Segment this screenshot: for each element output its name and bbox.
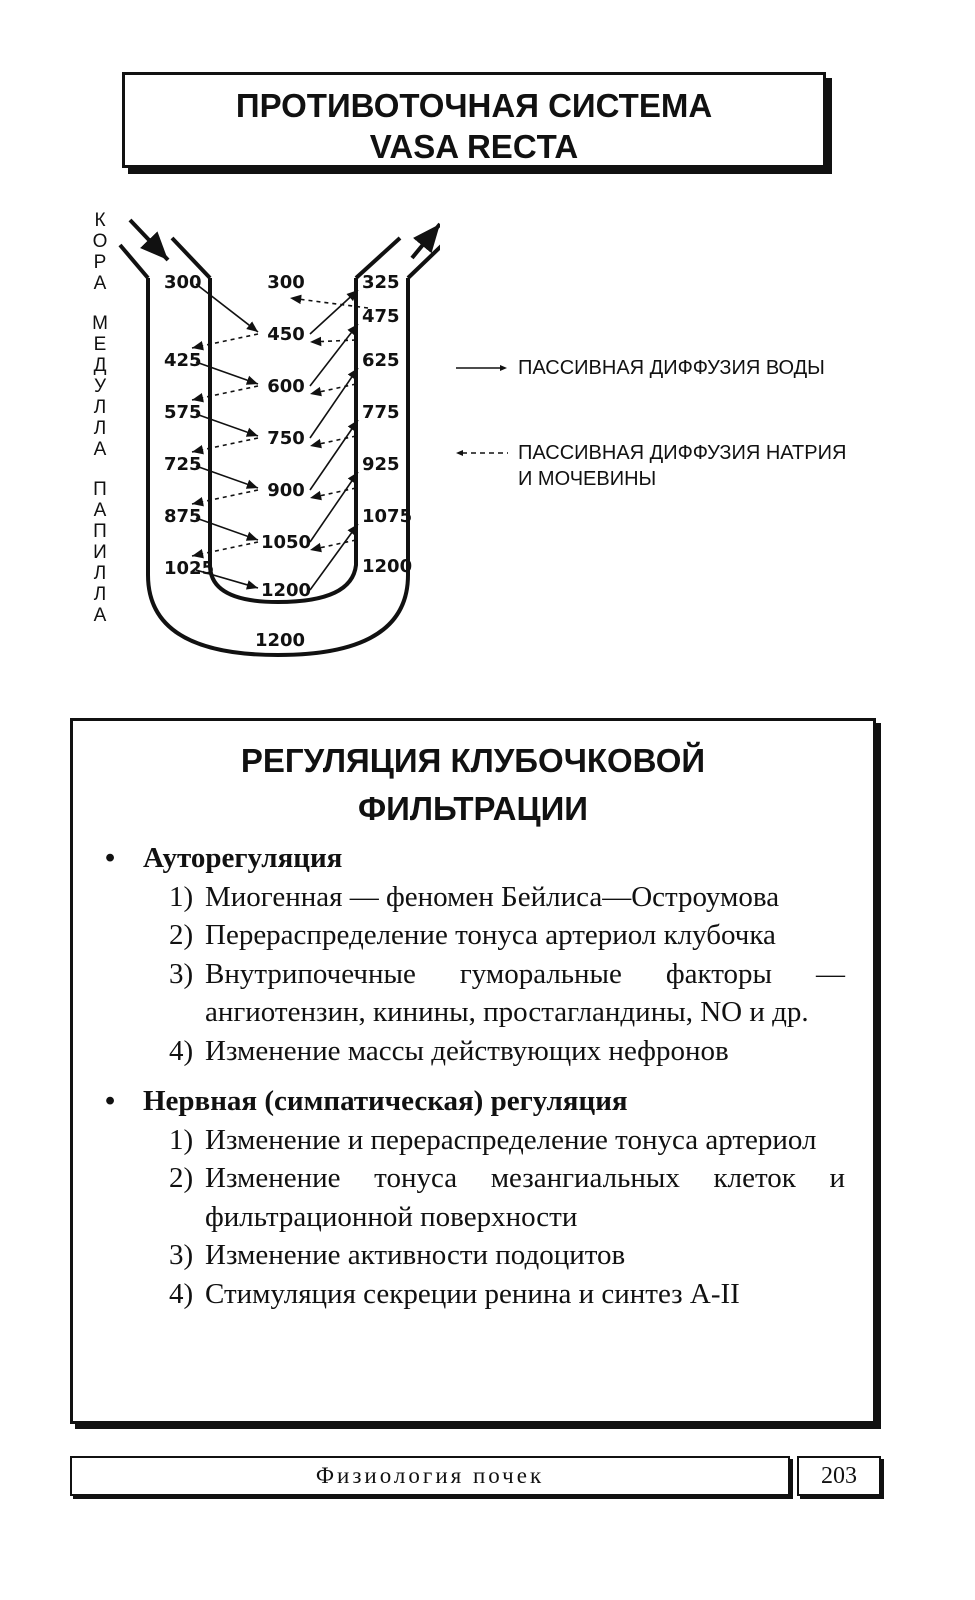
sodium-urea-diffusion-arrow bbox=[310, 436, 356, 446]
dashed-arrow-icon bbox=[456, 440, 508, 466]
legend-sodium-text: ПАССИВНАЯ ДИФФУЗИЯ НАТРИЯ И МОЧЕВИНЫ bbox=[518, 440, 918, 492]
left-limb-value: 1025 bbox=[164, 558, 214, 579]
sodium-urea-diffusion-arrow bbox=[192, 490, 258, 504]
interstitium-value: 1050 bbox=[261, 532, 311, 553]
left-limb-value: 875 bbox=[164, 506, 202, 527]
item-text: Стимуляция секреции ренина и синтез А-II bbox=[205, 1278, 740, 1310]
item-number: 2) bbox=[169, 916, 193, 955]
item-text: Изменение активности подоцитов bbox=[205, 1239, 625, 1271]
water-diffusion-arrow bbox=[310, 368, 358, 438]
regulation-list: • Ауторегуляция 1) Миогенная — феномен Б… bbox=[105, 839, 845, 1313]
sodium-urea-diffusion-arrow bbox=[310, 488, 356, 498]
list-item: 2) Перераспределение тонуса артериол клу… bbox=[105, 916, 845, 955]
water-diffusion-arrow bbox=[196, 362, 258, 384]
page-number: 203 bbox=[797, 1456, 881, 1496]
water-diffusion-arrow bbox=[196, 414, 258, 436]
sodium-urea-diffusion-arrow bbox=[192, 386, 258, 400]
list-item: 4) Изменение массы действующих нефронов bbox=[105, 1032, 845, 1071]
right-limb-value: 925 bbox=[362, 454, 400, 475]
inflow-arrow bbox=[130, 220, 168, 260]
header-line-1: ПРОТИВОТОЧНАЯ СИСТЕМА bbox=[125, 85, 823, 126]
item-text: Изменение и перераспределение тонуса арт… bbox=[205, 1124, 816, 1156]
interstitium-value: 300 bbox=[267, 272, 305, 293]
sodium-urea-diffusion-arrow bbox=[192, 334, 258, 348]
list-item: 4) Стимуляция секреции ренина и синтез А… bbox=[105, 1275, 845, 1314]
bullet-icon: • bbox=[105, 1082, 115, 1121]
right-limb-value: 775 bbox=[362, 402, 400, 423]
right-limb-value: 475 bbox=[362, 306, 400, 327]
legend-water-text: ПАССИВНАЯ ДИФФУЗИЯ ВОДЫ bbox=[518, 355, 918, 381]
item-number: 4) bbox=[169, 1032, 193, 1071]
interstitium-value: 1200 bbox=[261, 580, 311, 601]
section-heading: • Ауторегуляция bbox=[105, 839, 845, 878]
left-limb-value: 725 bbox=[164, 454, 202, 475]
sodium-urea-diffusion-arrow bbox=[310, 540, 356, 550]
item-number: 4) bbox=[169, 1275, 193, 1314]
water-diffusion-arrow bbox=[196, 466, 258, 488]
interstitium-value: 450 bbox=[267, 324, 305, 345]
water-diffusion-arrow bbox=[310, 472, 358, 542]
sodium-urea-diffusion-arrow bbox=[310, 340, 356, 342]
list-item: 3) Внутрипочечные гуморальные факторы — … bbox=[105, 955, 845, 1032]
list-item: 2) Изменение тонуса мезангиальных клеток… bbox=[105, 1159, 845, 1236]
right-limb-value: 625 bbox=[362, 350, 400, 371]
item-text: Миогенная — феномен Бейлиса—Остроумова bbox=[205, 881, 779, 913]
right-limb-value: 1200 bbox=[362, 556, 412, 577]
sodium-urea-diffusion-arrow bbox=[310, 384, 356, 394]
sodium-urea-diffusion-arrow bbox=[192, 438, 258, 452]
left-limb-value: 425 bbox=[164, 350, 202, 371]
water-diffusion-arrow bbox=[310, 324, 358, 386]
water-diffusion-arrow bbox=[196, 518, 258, 540]
item-text: Изменение массы действующих нефронов bbox=[205, 1035, 729, 1067]
page-header: ПРОТИВОТОЧНАЯ СИСТЕМА VASA RECTA bbox=[122, 72, 826, 168]
water-diffusion-arrow bbox=[310, 420, 358, 490]
legend-sodium-line-1: ПАССИВНАЯ ДИФФУЗИЯ НАТРИЯ bbox=[518, 440, 918, 466]
item-text: Перераспределение тонуса артериол клубоч… bbox=[205, 919, 776, 951]
interstitium-value: 600 bbox=[267, 376, 305, 397]
legend-sodium-line-2: И МОЧЕВИНЫ bbox=[518, 466, 918, 492]
left-outer-flare bbox=[120, 245, 148, 278]
list-item: 1) Миогенная — феномен Бейлиса—Остроумов… bbox=[105, 878, 845, 917]
header-line-2: VASA RECTA bbox=[125, 126, 823, 167]
vasa-recta-diagram: 300 425 575 725 875 1025 300 450 600 750 900 1050 12… bbox=[100, 200, 440, 680]
regulation-title-line-1: РЕГУЛЯЦИЯ КЛУБОЧКОВОЙ bbox=[73, 737, 873, 785]
right-limb-value: 1075 bbox=[362, 506, 412, 527]
section-heading: • Нервная (симпатическая) регуляция bbox=[105, 1082, 845, 1121]
right-limb-value: 325 bbox=[362, 272, 400, 293]
item-number: 1) bbox=[169, 878, 193, 917]
item-text: Изменение тонуса мезангиальных клеток и … bbox=[205, 1162, 845, 1233]
left-limb-value: 575 bbox=[164, 402, 202, 423]
item-number: 2) bbox=[169, 1159, 193, 1198]
list-item: 3) Изменение активности подоцитов bbox=[105, 1236, 845, 1275]
regulation-title-line-2: ФИЛЬТРАЦИИ bbox=[73, 785, 873, 833]
interstitium-value: 750 bbox=[267, 428, 305, 449]
footer-section-title: Физиология почек bbox=[70, 1456, 790, 1496]
section-heading-text: Нервная (симпатическая) регуляция bbox=[143, 1085, 628, 1117]
nervous-regulation-section: • Нервная (симпатическая) регуляция 1) И… bbox=[105, 1082, 845, 1313]
list-item: 1) Изменение и перераспределение тонуса … bbox=[105, 1121, 845, 1160]
item-number: 3) bbox=[169, 955, 193, 994]
autoregulation-section: • Ауторегуляция 1) Миогенная — феномен Б… bbox=[105, 839, 845, 1070]
water-diffusion-arrow bbox=[310, 290, 358, 334]
item-number: 3) bbox=[169, 1236, 193, 1275]
bullet-icon: • bbox=[105, 839, 115, 878]
regulation-title: РЕГУЛЯЦИЯ КЛУБОЧКОВОЙ ФИЛЬТРАЦИИ bbox=[73, 737, 873, 833]
regulation-section: РЕГУЛЯЦИЯ КЛУБОЧКОВОЙ ФИЛЬТРАЦИИ • Аутор… bbox=[70, 718, 876, 1424]
item-number: 1) bbox=[169, 1121, 193, 1160]
section-heading-text: Ауторегуляция bbox=[143, 842, 342, 874]
sodium-urea-diffusion-arrow bbox=[192, 542, 258, 556]
interstitium-value: 900 bbox=[267, 480, 305, 501]
solid-arrow-icon bbox=[456, 355, 508, 381]
left-limb-value: 300 bbox=[164, 272, 202, 293]
item-text: Внутрипочечные гуморальные факторы — анг… bbox=[205, 958, 845, 1029]
bottom-value: 1200 bbox=[255, 630, 305, 651]
water-diffusion-arrow bbox=[196, 284, 258, 332]
